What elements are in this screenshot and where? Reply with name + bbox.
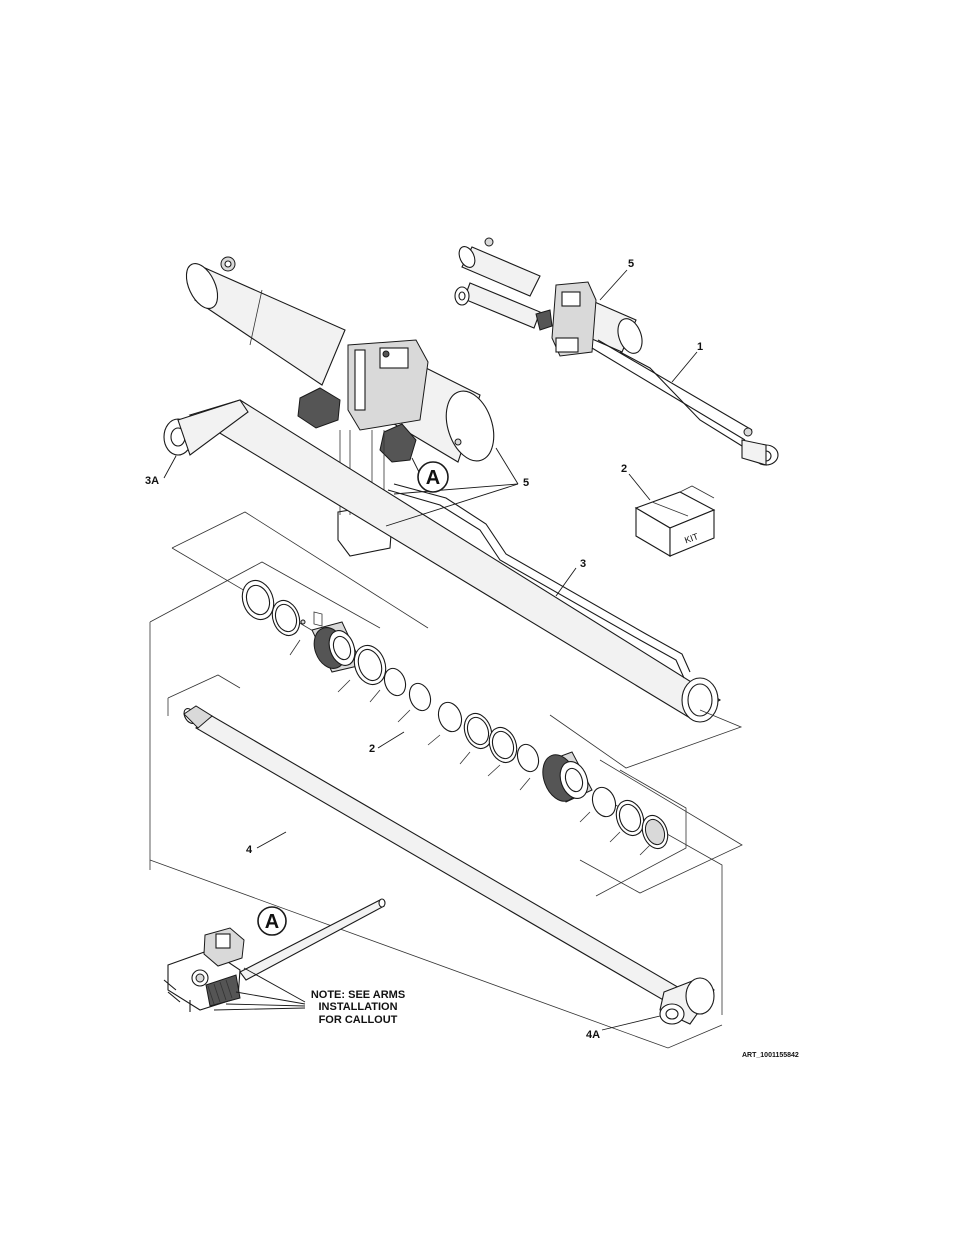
art-number: ART_1001155842 bbox=[742, 1052, 799, 1059]
callout-3: 3 bbox=[580, 558, 586, 570]
note-line-3: FOR CALLOUT bbox=[319, 1014, 398, 1026]
callout-4a: 4A bbox=[586, 1029, 600, 1041]
callout-2-seals: 2 bbox=[369, 743, 375, 755]
detail-marker-upper: A bbox=[417, 461, 449, 493]
piston-rod bbox=[183, 705, 715, 1025]
kit-box-label: KIT bbox=[683, 531, 700, 545]
note-line-1: NOTE: SEE ARMS bbox=[311, 989, 405, 1001]
kit-box: KIT bbox=[634, 485, 716, 557]
main-cylinder bbox=[163, 256, 722, 723]
callout-5-main: 5 bbox=[523, 477, 529, 489]
detail-a-view bbox=[163, 898, 386, 1012]
callout-labels: 5 1 2 3A 5 3 2 4 4A bbox=[145, 258, 703, 1041]
callout-3a: 3A bbox=[145, 475, 159, 487]
detail-marker-lower-letter: A bbox=[265, 911, 279, 933]
note-line-2: INSTALLATION bbox=[318, 1001, 397, 1013]
seal-kit-components bbox=[241, 579, 669, 856]
callout-2-kit: 2 bbox=[621, 463, 627, 475]
exploded-view-planes bbox=[149, 511, 743, 1049]
detail-marker-lower: A bbox=[257, 906, 287, 936]
callout-leaders bbox=[163, 269, 698, 1031]
callout-1: 1 bbox=[697, 341, 703, 353]
callout-5-small: 5 bbox=[628, 258, 634, 270]
small-assembly-view bbox=[454, 237, 779, 466]
note-block: NOTE: SEE ARMS INSTALLATION FOR CALLOUT bbox=[311, 989, 405, 1026]
callout-4: 4 bbox=[246, 844, 253, 856]
detail-marker-upper-letter: A bbox=[426, 467, 440, 489]
